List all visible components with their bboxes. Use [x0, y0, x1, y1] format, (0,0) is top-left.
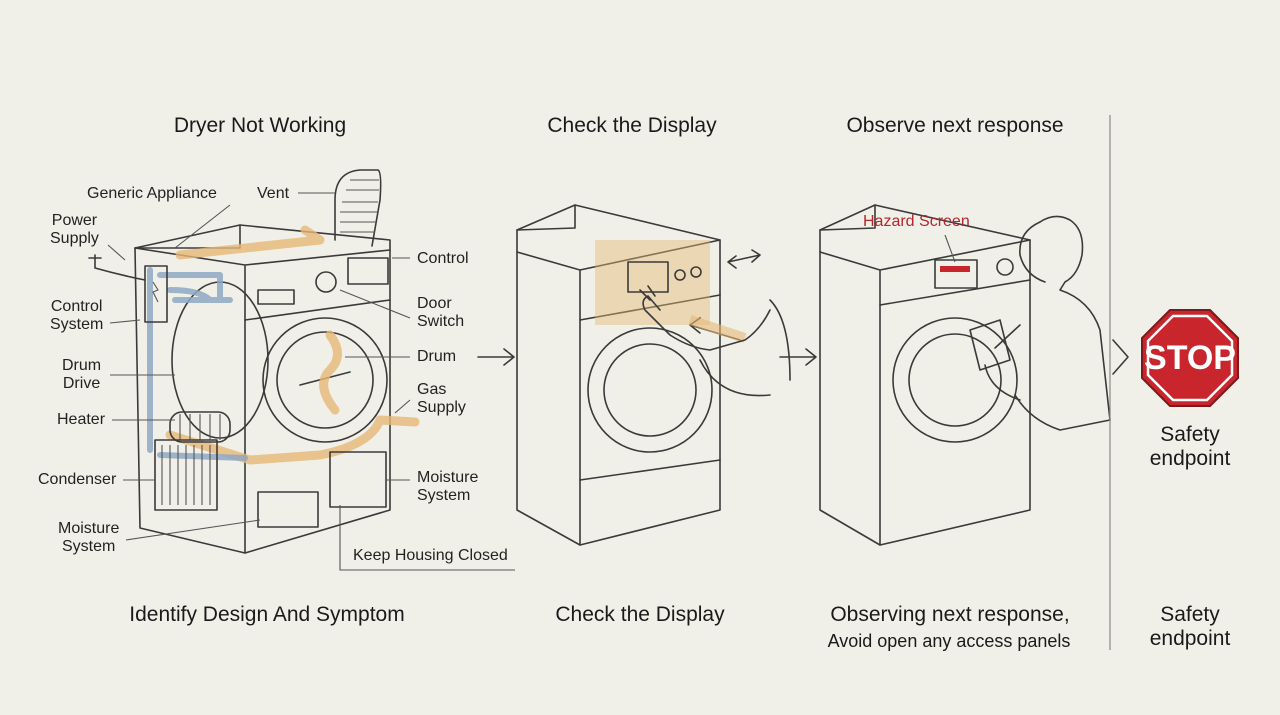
panel-3-caption-line1: Observing next response,: [830, 603, 1070, 626]
panel-4-caption: Safety endpoint: [1149, 603, 1231, 650]
label-moisture-system-right: Moisture System: [417, 469, 479, 504]
safety-endpoint-label: Safety endpoint: [1149, 423, 1231, 470]
panel-3-title: Observe next response: [846, 114, 1064, 137]
flow-arrow-1: [477, 348, 515, 366]
stop-sign-text: STOP: [1144, 339, 1236, 377]
label-control-system: Control System: [50, 298, 104, 333]
label-door-switch: Door Switch: [417, 295, 465, 330]
dryer-front-illustration-observe: [819, 204, 1111, 546]
label-power-supply: Power Supply: [50, 212, 99, 247]
dryer-cutaway-illustration: [88, 169, 515, 571]
panel-1-caption: Identify Design And Symptom: [129, 603, 405, 626]
dryer-front-illustration-check: [516, 204, 791, 546]
label-drum-drive: Drum Drive: [62, 357, 102, 392]
flow-arrow-2: [779, 348, 817, 366]
label-moisture-system-left: Moisture System: [58, 520, 120, 555]
panel-3-caption-line2: Avoid open any access panels: [827, 631, 1071, 651]
label-heater: Heater: [57, 411, 106, 428]
panel-2-caption: Check the Display: [555, 603, 725, 626]
label-hazard-screen: Hazard Screen: [863, 213, 970, 230]
label-keep-housing-closed: Keep Housing Closed: [353, 547, 508, 564]
label-vent: Vent: [257, 185, 290, 202]
stop-sign-icon: [1141, 309, 1239, 407]
label-gas-supply: Gas Supply: [417, 381, 466, 416]
panel-1-title: Dryer Not Working: [173, 114, 347, 137]
divider-chevron: [1112, 339, 1129, 375]
label-generic-appliance: Generic Appliance: [87, 185, 217, 202]
label-condenser: Condenser: [38, 471, 117, 488]
panel-2-title: Check the Display: [547, 114, 717, 137]
label-drum: Drum: [417, 348, 457, 365]
label-control: Control: [417, 250, 469, 267]
